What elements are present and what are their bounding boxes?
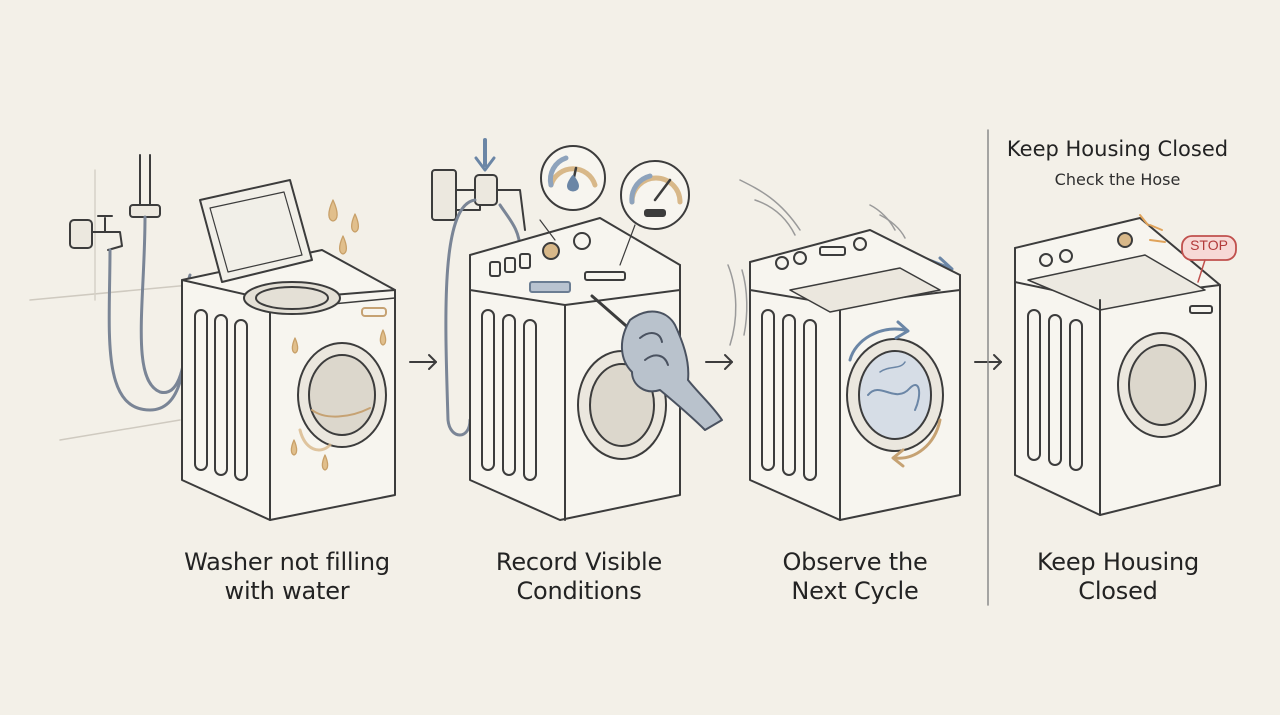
panel-3-illustration <box>727 179 961 521</box>
gauge-icon <box>620 160 690 230</box>
gauge-icon <box>540 145 606 211</box>
panel-2-illustration <box>431 138 681 521</box>
flow-arrow-icon <box>705 354 733 370</box>
water-drop-icon <box>290 199 387 471</box>
panel-4-subheading: Check the Hose <box>1054 170 1181 189</box>
panel-4-heading: Keep Housing Closed <box>1006 137 1229 161</box>
step-1-caption: Washer not filling with water <box>184 548 390 605</box>
step-3-caption: Observe the Next Cycle <box>782 548 928 605</box>
faucet-icon <box>69 154 161 251</box>
stop-label: STOP <box>1190 237 1228 253</box>
gloved-hand-icon <box>590 294 723 431</box>
flow-arrow-icon <box>409 354 437 370</box>
step-4-caption: Keep Housing Closed <box>1036 548 1200 605</box>
stop-sign-icon <box>1181 235 1237 283</box>
panel-4-illustration <box>1014 214 1221 516</box>
panel-1-illustration <box>29 154 396 521</box>
step-2-caption: Record Visible Conditions <box>495 548 663 605</box>
